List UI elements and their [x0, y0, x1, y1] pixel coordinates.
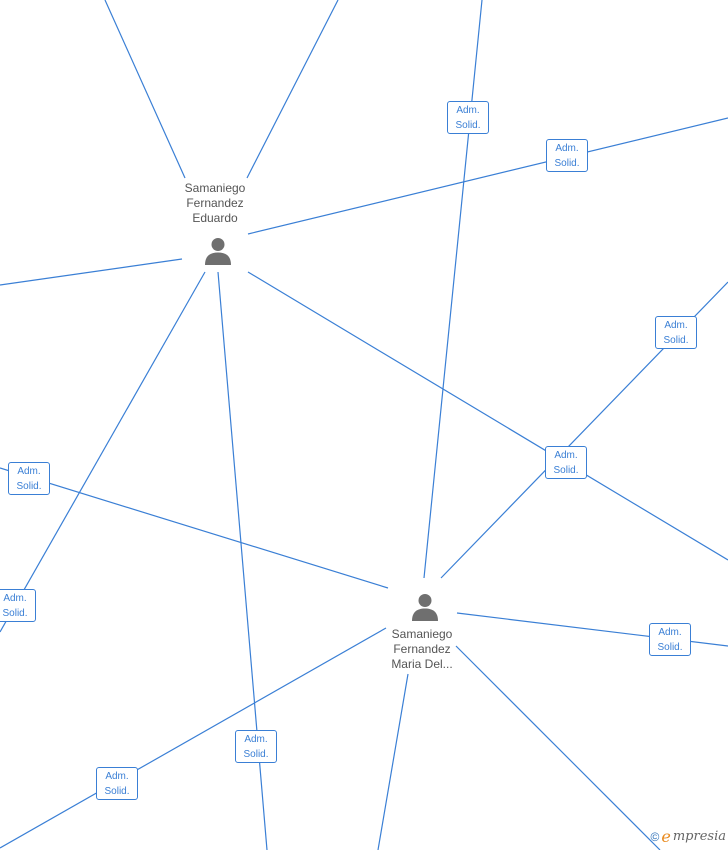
edge — [0, 258, 183, 286]
edge — [247, 271, 728, 561]
role-line: Adm. — [554, 450, 578, 461]
role-line: Solid. — [657, 642, 683, 653]
person-label-line: Eduardo — [192, 211, 238, 225]
role-line: Solid. — [553, 465, 579, 476]
role-line: Adm. — [105, 771, 129, 782]
role-line: Adm. — [3, 593, 27, 604]
person-icon[interactable] — [203, 236, 233, 266]
brand-logo-text: mpresia — [672, 829, 726, 844]
role-line: Adm. — [658, 627, 682, 638]
edge — [247, 117, 728, 235]
person-icon[interactable] — [410, 592, 440, 622]
edge — [104, 0, 186, 179]
role-line: Adm. — [456, 105, 480, 116]
role-box[interactable]: Adm. Solid. — [235, 730, 277, 763]
edge — [0, 467, 389, 589]
role-box[interactable]: Adm. Solid. — [545, 446, 587, 479]
role-line: Solid. — [104, 786, 130, 797]
role-line: Adm. — [17, 466, 41, 477]
person-label-line: Maria Del... — [391, 657, 453, 671]
role-line: Adm. — [555, 143, 579, 154]
person-label-line: Fernandez — [393, 642, 451, 656]
role-box[interactable]: Adm. Solid. — [96, 767, 138, 800]
role-line: Adm. — [244, 734, 268, 745]
edge — [217, 271, 268, 850]
brand-logo-initial: e — [661, 827, 671, 846]
role-box[interactable]: Adm. Solid. — [655, 316, 697, 349]
role-line: Solid. — [455, 120, 481, 131]
role-line: Solid. — [16, 481, 42, 492]
edge — [246, 0, 339, 179]
edge — [423, 0, 483, 579]
copyright-symbol: © — [650, 829, 660, 844]
role-box[interactable]: Adm. Solid. — [0, 589, 36, 622]
person-label-eduardo[interactable]: Samaniego Fernandez Eduardo — [160, 181, 270, 226]
person-label-line: Fernandez — [186, 196, 244, 210]
role-box[interactable]: Adm. Solid. — [447, 101, 489, 134]
edge — [377, 673, 409, 850]
role-line: Solid. — [243, 749, 269, 760]
role-box[interactable]: Adm. Solid. — [546, 139, 588, 172]
role-line: Solid. — [663, 335, 689, 346]
edge — [0, 271, 206, 633]
role-box[interactable]: Adm. Solid. — [649, 623, 691, 656]
role-line: Adm. — [664, 320, 688, 331]
person-label-line: Samaniego — [391, 627, 453, 641]
role-line: Solid. — [554, 158, 580, 169]
person-label-line: Samaniego — [184, 181, 246, 195]
edge — [0, 627, 387, 849]
person-label-maria[interactable]: Samaniego Fernandez Maria Del... — [367, 627, 477, 672]
role-box[interactable]: Adm. Solid. — [8, 462, 50, 495]
role-line: Solid. — [2, 608, 28, 619]
edge — [455, 645, 661, 850]
